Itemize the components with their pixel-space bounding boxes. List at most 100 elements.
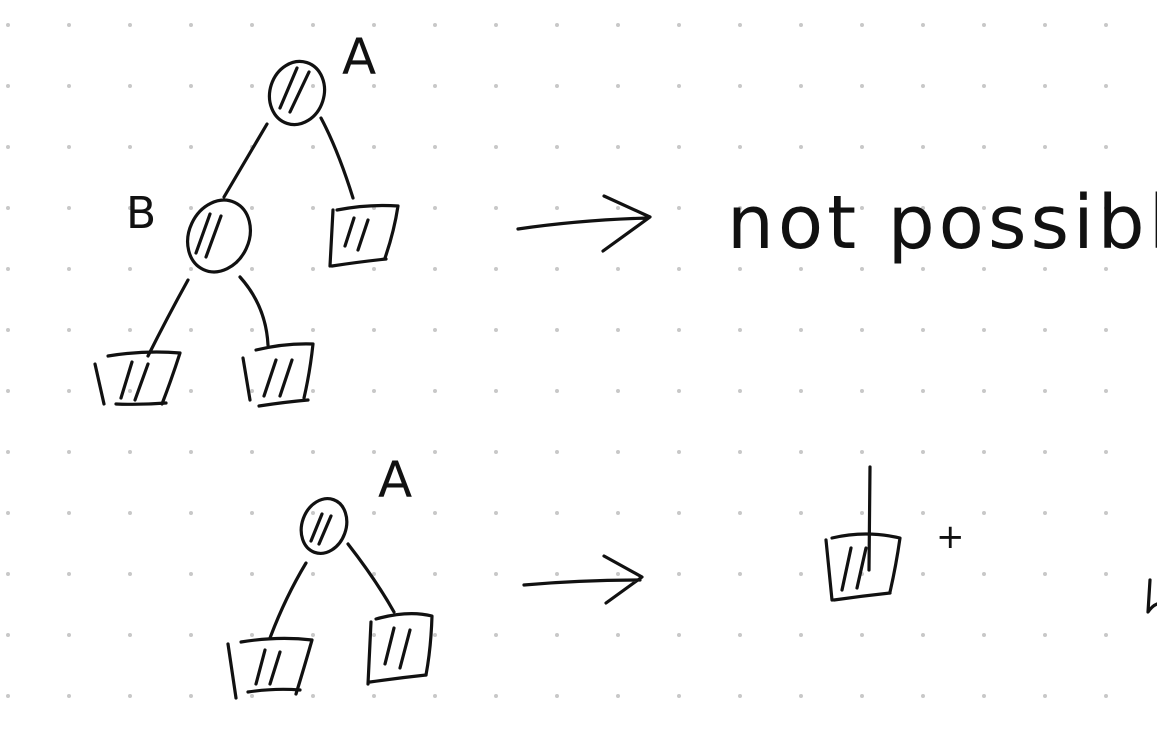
grid-dot xyxy=(250,23,254,27)
grid-dot xyxy=(128,23,132,27)
grid-dot xyxy=(982,511,986,515)
grid-dot xyxy=(1104,572,1108,576)
grid-dot xyxy=(860,23,864,27)
grid-dot xyxy=(494,84,498,88)
bottom-left-leaf-box xyxy=(93,350,182,406)
grid-dot xyxy=(982,694,986,698)
edge-b-to-right-leaf xyxy=(238,275,270,347)
grid-dot xyxy=(616,328,620,332)
grid-dot xyxy=(799,267,803,271)
grid-dot xyxy=(860,267,864,271)
grid-dot xyxy=(6,267,10,271)
grid-dot xyxy=(799,84,803,88)
grid-dot xyxy=(738,206,742,210)
grid-dot xyxy=(860,389,864,393)
grid-dot xyxy=(433,389,437,393)
grid-dot xyxy=(6,328,10,332)
grid-dot xyxy=(738,572,742,576)
plus-sign: + xyxy=(936,517,965,557)
grid-dot xyxy=(494,450,498,454)
grid-dot xyxy=(6,511,10,515)
grid-dot xyxy=(372,511,376,515)
grid-dot xyxy=(616,694,620,698)
top-arrow xyxy=(516,194,652,253)
grid-dot xyxy=(555,328,559,332)
grid-dot xyxy=(494,511,498,515)
grid-dot xyxy=(433,267,437,271)
grid-dot xyxy=(860,206,864,210)
root-node-a xyxy=(267,59,327,127)
grid-dot xyxy=(128,328,132,332)
grid-dot xyxy=(799,23,803,27)
grid-dot xyxy=(494,145,498,149)
grid-dot xyxy=(372,572,376,576)
grid-dot xyxy=(555,84,559,88)
grid-dot xyxy=(250,572,254,576)
grid-dot xyxy=(555,206,559,210)
grid-dot xyxy=(555,633,559,637)
grid-dot xyxy=(799,450,803,454)
grid-dot xyxy=(799,511,803,515)
grid-dot xyxy=(311,145,315,149)
grid-dot xyxy=(982,389,986,393)
grid-dot xyxy=(677,145,681,149)
grid-dot xyxy=(982,206,986,210)
grid-dot xyxy=(555,389,559,393)
grid-dot xyxy=(433,694,437,698)
grid-dot xyxy=(1104,389,1108,393)
grid-dot xyxy=(677,206,681,210)
grid-dot xyxy=(982,328,986,332)
grid-dot xyxy=(433,145,437,149)
grid-dot xyxy=(311,694,315,698)
grid-dot xyxy=(311,206,315,210)
grid-dot xyxy=(921,511,925,515)
child-node-b xyxy=(186,198,252,274)
grid-dot xyxy=(128,267,132,271)
grid-dot xyxy=(311,23,315,27)
grid-dot xyxy=(128,206,132,210)
edge-a-to-left-leaf-bottom xyxy=(268,561,308,640)
grid-dot xyxy=(921,328,925,332)
grid-dot xyxy=(67,389,71,393)
grid-dot xyxy=(128,694,132,698)
grid-dot xyxy=(860,145,864,149)
grid-dot xyxy=(921,267,925,271)
grid-dot xyxy=(616,633,620,637)
grid-dot xyxy=(738,145,742,149)
grid-dot xyxy=(433,450,437,454)
grid-dot xyxy=(1043,694,1047,698)
grid-dot xyxy=(738,84,742,88)
grid-dot xyxy=(738,694,742,698)
grid-dot xyxy=(1104,145,1108,149)
grid-dot xyxy=(616,23,620,27)
grid-dot xyxy=(1043,206,1047,210)
grid-dot xyxy=(189,84,193,88)
grid-dot xyxy=(1104,511,1108,515)
grid-dot xyxy=(738,328,742,332)
grid-dot xyxy=(433,633,437,637)
grid-dot xyxy=(6,572,10,576)
grid-dot xyxy=(1043,633,1047,637)
grid-dot xyxy=(67,633,71,637)
grid-dot xyxy=(67,511,71,515)
grid-dot xyxy=(372,84,376,88)
grid-dot xyxy=(372,633,376,637)
grid-dot xyxy=(616,145,620,149)
grid-dot xyxy=(677,389,681,393)
grid-dot xyxy=(921,572,925,576)
grid-dot xyxy=(616,450,620,454)
grid-dot xyxy=(677,450,681,454)
grid-dot xyxy=(311,633,315,637)
grid-dot xyxy=(860,694,864,698)
grid-dot xyxy=(677,267,681,271)
grid-dot xyxy=(128,389,132,393)
grid-dot xyxy=(677,23,681,27)
grid-dot xyxy=(128,511,132,515)
grid-dot xyxy=(982,572,986,576)
grid-dot xyxy=(372,328,376,332)
grid-dot xyxy=(372,145,376,149)
grid-dot xyxy=(250,328,254,332)
grid-dot xyxy=(6,450,10,454)
grid-dot xyxy=(1043,23,1047,27)
grid-dot xyxy=(982,145,986,149)
